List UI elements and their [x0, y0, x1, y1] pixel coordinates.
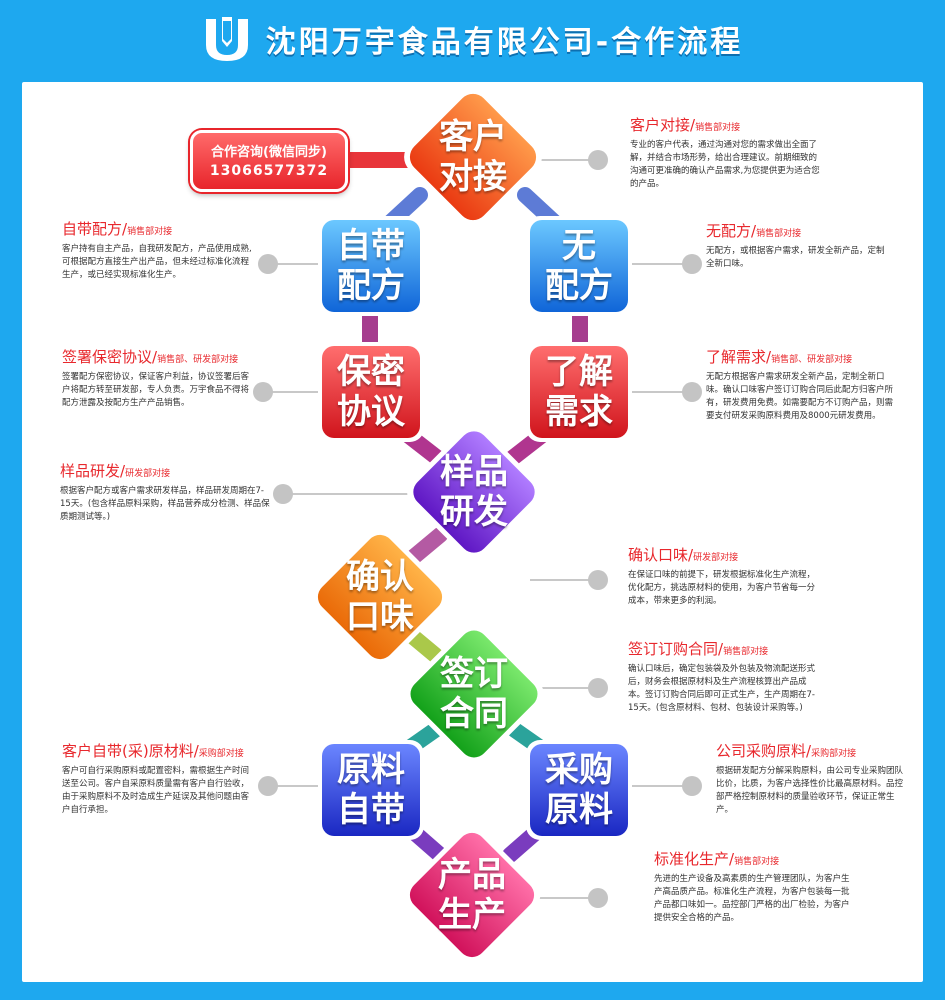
- node-wu: 无 配方: [530, 220, 628, 312]
- desc-title: 签署保密协议/: [62, 348, 158, 366]
- desc-zidai: 自带配方/销售部对接 客户持有自主产品，自我研发配方，产品使用成熟,可根据配方直…: [62, 220, 257, 282]
- consult-badge[interactable]: 合作咨询(微信同步) 13066577372: [190, 130, 348, 192]
- desc-role: 采购部对接: [198, 749, 244, 759]
- desc-title: 了解需求/: [706, 348, 772, 366]
- grey-connectors: [265, 159, 690, 899]
- node-label-wu: 无 配方: [545, 226, 613, 306]
- node-yuanliao: 原料 自带: [322, 744, 420, 836]
- desc-role: 销售部、研发部对接: [771, 355, 853, 365]
- node-label-chanpin: 产品 生产: [438, 855, 506, 935]
- desc-text: 确认口味后，确定包装袋及外包装及物流配送形式后，财务会根据原材料及生产流程核算出…: [628, 664, 816, 713]
- desc-role: 销售部对接: [695, 123, 741, 133]
- node-shape-qianding: [404, 624, 544, 764]
- desc-title: 样品研发/: [60, 462, 126, 480]
- node-zidai: 自带 配方: [322, 220, 420, 312]
- node-label-caigou: 采购 原料: [545, 750, 613, 830]
- node-shape-yuanliao: [318, 740, 424, 840]
- desc-qianding: 签订订购合同/销售部对接 确认口味后，确定包装袋及外包装及物流配送形式后，财务会…: [628, 640, 823, 715]
- desc-title: 无配方/: [706, 222, 757, 240]
- node-label-liaojie: 了解 需求: [545, 352, 613, 432]
- desc-yuanliao: 客户自带(采)原材料/采购部对接 客户可自行采购原料或配置密料，需根据生产时间送…: [62, 742, 257, 817]
- desc-wu: 无配方/销售部对接 无配方，或根据客户需求，研发全新产品，定制全新口味。: [706, 222, 891, 271]
- desc-text: 客户持有自主产品，自我研发配方，产品使用成熟,可根据配方直接生产出产品，但未经过…: [62, 244, 252, 280]
- node-shape-caigou: [526, 740, 632, 840]
- node-baomi: 保密 协议: [322, 346, 420, 438]
- desc-text: 无配方，或根据客户需求，研发全新产品，定制全新口味。: [706, 246, 885, 269]
- desc-text: 先进的生产设备及高素质的生产管理团队，为客户生产高品质产品。标准化生产流程，为客…: [654, 874, 850, 923]
- desc-role: 销售部对接: [127, 227, 173, 237]
- node-shape-baomi: [318, 342, 424, 442]
- node-label-yangpin: 样品 研发: [440, 452, 508, 532]
- desc-kehu: 客户对接/销售部对接 专业的客户代表，通过沟通对您的需求做出全面了解，并结合市场…: [630, 116, 820, 191]
- node-label-queren: 确认 口味: [346, 557, 414, 637]
- node-label-yuanliao: 原料 自带: [337, 750, 405, 830]
- node-label-zidai: 自带 配方: [337, 226, 405, 306]
- desc-text: 根据研发配方分解采购原料，由公司专业采购团队比价，比质，为客户选择性价比最高原材…: [716, 766, 904, 815]
- desc-queren: 确认口味/研发部对接 在保证口味的前提下，研发根据标准化生产流程，优化配方，挑选…: [628, 546, 818, 608]
- node-caigou: 采购 原料: [530, 744, 628, 836]
- company-logo-icon: [205, 17, 248, 61]
- node-label-qianding: 签订 合同: [440, 654, 508, 734]
- bottom-bar: [0, 982, 945, 1000]
- node-liaojie: 了解 需求: [530, 346, 628, 438]
- desc-title: 公司采购原料/: [716, 742, 812, 760]
- desc-role: 销售部对接: [723, 647, 769, 657]
- desc-role: 采购部对接: [811, 749, 857, 759]
- desc-role: 销售部对接: [756, 229, 802, 239]
- desc-liaojie: 了解需求/销售部、研发部对接 无配方根据客户需求研发全新产品，定制全新口味。确认…: [706, 348, 896, 423]
- node-shape-kehu: [404, 88, 542, 226]
- node-label-baomi: 保密 协议: [337, 352, 405, 432]
- consult-label: 合作咨询(微信同步): [211, 145, 327, 160]
- consult-phone[interactable]: 13066577372: [209, 163, 329, 179]
- desc-title: 自带配方/: [62, 220, 128, 238]
- node-shape-chanpin: [403, 826, 541, 964]
- desc-title: 客户自带(采)原材料/: [62, 742, 199, 760]
- desc-chanpin: 标准化生产/销售部对接 先进的生产设备及高素质的生产管理团队，为客户生产高品质产…: [654, 850, 854, 925]
- header: 沈阳万宇食品有限公司-合作流程: [0, 0, 945, 78]
- node-label-kehu: 客户 对接: [439, 117, 507, 197]
- node-queren: 确认 口味: [330, 547, 430, 647]
- desc-role: 研发部对接: [125, 469, 171, 479]
- desc-text: 专业的客户代表，通过沟通对您的需求做出全面了解，并结合市场形势，给出合理建议。前…: [630, 140, 820, 189]
- node-shape-yangpin: [407, 425, 541, 559]
- node-chanpin: 产品 生产: [422, 845, 522, 945]
- grey-connector-dots: [253, 150, 702, 908]
- desc-role: 销售部对接: [734, 857, 780, 867]
- desc-text: 根据客户配方或客户需求研发样品，样品研发周期在7-15天。(包含样品原料采购，样…: [60, 486, 270, 522]
- desc-role: 销售部、研发部对接: [157, 355, 239, 365]
- desc-caigou: 公司采购原料/采购部对接 根据研发配方分解采购原料，由公司专业采购团队比价，比质…: [716, 742, 906, 817]
- node-shape-liaojie: [526, 342, 632, 442]
- desc-title: 标准化生产/: [654, 850, 735, 868]
- node-yangpin: 样品 研发: [424, 442, 524, 542]
- desc-text: 在保证口味的前提下，研发根据标准化生产流程，优化配方，挑选原材料的使用，为客户节…: [628, 570, 816, 606]
- desc-text: 客户可自行采购原料或配置密料，需根据生产时间送至公司。客户自采原料质量需有客户自…: [62, 766, 250, 815]
- page-title: 沈阳万宇食品有限公司-合作流程: [265, 25, 744, 60]
- desc-yangpin: 样品研发/研发部对接 根据客户配方或客户需求研发样品，样品研发周期在7-15天。…: [60, 462, 270, 524]
- desc-text: 签署配方保密协议，保证客户利益，协议签署后客户将配方转至研发部，专人负责。万宇食…: [62, 372, 250, 408]
- node-kehu: 客户 对接: [423, 107, 523, 207]
- node-qianding: 签订 合同: [424, 644, 524, 744]
- node-shape-queren: [311, 528, 449, 666]
- desc-baomi: 签署保密协议/销售部、研发部对接 签署配方保密协议，保证客户利益，协议签署后客户…: [62, 348, 252, 410]
- desc-text: 无配方根据客户需求研发全新产品，定制全新口味。确认口味客户签订订购合同后此配方归…: [706, 372, 894, 421]
- desc-title: 确认口味/: [628, 546, 694, 564]
- desc-title: 签订订购合同/: [628, 640, 724, 658]
- node-shape-wu: [526, 216, 632, 316]
- desc-title: 客户对接/: [630, 116, 696, 134]
- node-shape-zidai: [318, 216, 424, 316]
- desc-role: 研发部对接: [693, 553, 739, 563]
